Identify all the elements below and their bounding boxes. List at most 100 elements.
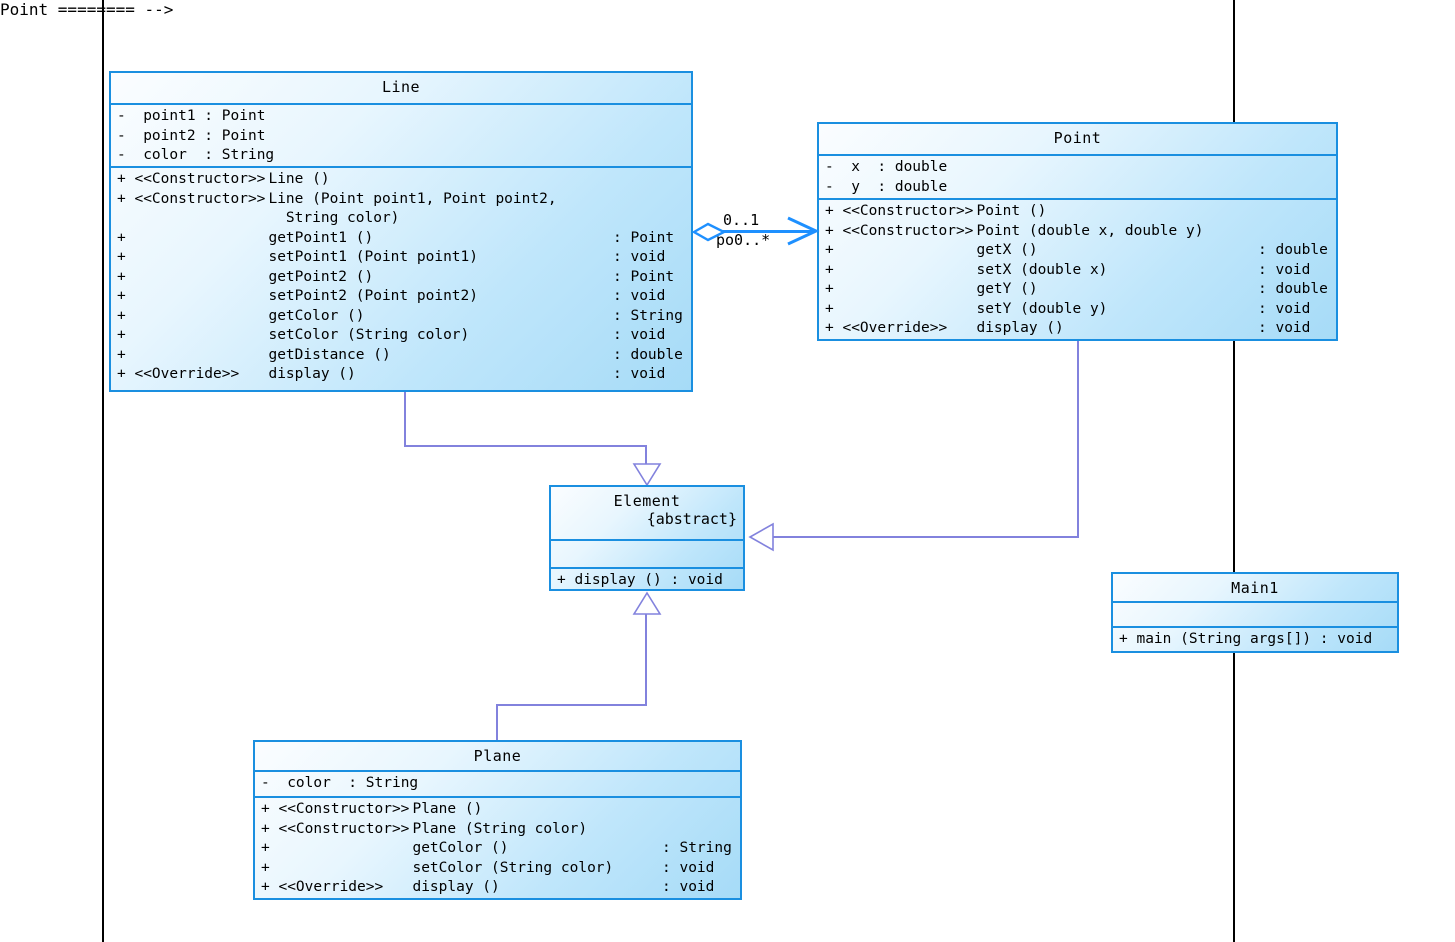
operation-signature: Point () [976,203,1047,219]
attribute-row: - y : double [825,178,1330,198]
operation-stereotype [134,287,268,307]
operation-stereotype [134,268,268,288]
operation-visibility: + [261,879,279,895]
operation-stereotype [842,280,976,300]
operation-row: + getY () : double [825,280,1330,300]
operation-row: + <<Override>> display (): void [261,878,734,898]
class-title-compartment-point: Point [819,124,1336,154]
operation-signature: Line (Point point1, Point point2, [268,190,557,207]
operation-visibility: + [261,801,279,817]
class-stereotype-element: {abstract} [646,510,737,528]
operation-visibility: + [117,229,135,246]
operation-row: + display () : void [557,571,737,589]
attribute-row: - point2 : Point [117,127,685,147]
operation-stereotype [134,209,268,229]
operation-stereotype [278,839,412,859]
class-title-compartment-line: Line [111,73,691,103]
operation-signature: main (String args[]) : void [1136,631,1373,647]
operation-stereotype: <<Override>> [134,366,275,382]
operation-row: String color) [117,209,685,229]
class-name-element: Element [613,492,681,510]
class-attributes-compartment-line: - point1 : Point- point2 : Point- color … [111,103,691,166]
gen-line-line-element-v1 [404,392,406,447]
aggregation-diamond-icon [692,222,727,242]
operation-visibility: + [261,859,279,876]
attribute-row: - color : String [261,774,734,794]
operation-visibility: + [825,261,843,278]
operation-visibility: + [117,366,135,382]
operation-signature: getDistance () [268,346,391,363]
operation-return-type: : double [1258,281,1328,297]
operation-stereotype [134,326,268,346]
operation-visibility: + [825,300,843,317]
attribute-visibility: - [261,775,288,791]
class-attributes-compartment-point: - x : double- y : double [819,154,1336,198]
operation-signature: setColor (String color) [412,859,614,876]
operation-visibility: + [261,820,279,837]
operation-visibility: + [261,840,279,856]
gen-line-point-element-h [773,536,1079,538]
operation-row: + <<Constructor>> Line (Point point1, Po… [117,190,685,210]
operation-return-type: : void [1258,261,1311,278]
uml-class-main1[interactable]: Main1 + main (String args[]) : void [1111,572,1399,653]
operation-signature: setColor (String color) [268,327,470,343]
operation-row: + <<Constructor>> Plane (String color) [261,820,734,840]
class-attributes-compartment-plane: - color : String [255,770,740,796]
operation-visibility: + [825,242,843,258]
operation-return-type: : Point [613,268,675,285]
uml-class-line[interactable]: Line- point1 : Point- point2 : Point- co… [109,71,693,392]
operation-row: + setPoint1 (Point point1): void [117,248,685,268]
operation-signature: Point (double x, double y) [976,222,1204,239]
class-attributes-compartment-main1 [1113,601,1397,626]
uml-class-plane[interactable]: Plane - color : String + <<Constructor>> P… [253,740,742,900]
class-title-compartment-plane: Plane [255,742,740,770]
operation-signature: getY () [976,281,1038,297]
gen-line-line-element-h [404,445,647,447]
operation-stereotype: <<Constructor>> [842,203,983,219]
attribute-name: color : String [287,775,419,791]
assoc-target-multiplicity: po0..* [716,231,771,249]
operation-visibility: + [825,320,843,336]
class-operations-compartment-main1: + main (String args[]) : void [1113,626,1397,651]
uml-class-element[interactable]: Element{abstract} + display () : void [549,485,745,591]
operation-row: + <<Constructor>> Point () [825,202,1330,222]
operation-return-type: : void [662,879,715,895]
operation-signature: getColor () [268,307,365,324]
attribute-row: - x : double [825,158,1330,178]
operation-signature: setX (double x) [976,261,1108,278]
class-operations-compartment-point: + <<Constructor>> Point ()+ <<Constructo… [819,198,1336,339]
operation-return-type: : void [662,859,715,876]
class-operations-compartment-element: + display () : void [551,567,743,589]
operation-signature: setPoint2 (Point point2) [268,288,478,304]
operation-row: + <<Constructor>> Line () [117,170,685,190]
gen-line-plane-element-h [496,704,647,706]
operation-stereotype: <<Constructor>> [134,171,275,187]
operation-return-type: : String [613,307,683,324]
operation-row: + getX (): double [825,241,1330,261]
operation-stereotype: <<Override>> [278,879,419,895]
operation-signature: setPoint1 (Point point1) [268,249,478,265]
operation-stereotype [842,241,976,261]
operation-signature: String color) [268,210,400,226]
operation-row: + getPoint1 (): Point [117,229,685,249]
operation-return-type: : double [1258,242,1328,258]
operation-return-type: : Point [613,229,675,246]
operation-visibility [117,209,134,229]
operation-visibility: + [825,222,843,239]
uml-class-point[interactable]: Point- x : double- y : double+ <<Constru… [817,122,1338,341]
operation-visibility: + [825,281,843,297]
operation-visibility: + [825,203,843,219]
attribute-name: point1 : Point [143,108,266,124]
operation-visibility: + [117,288,135,304]
operation-stereotype [134,248,268,268]
operation-stereotype [134,229,268,249]
operation-return-type: : String [662,840,732,856]
operation-signature: display () : void [574,572,723,588]
operation-row: + getDistance () : double [117,346,685,366]
class-name-main1: Main1 [1231,579,1279,597]
operation-visibility: + [117,346,135,363]
operation-row: + setColor (String color): void [117,326,685,346]
operation-return-type: : double [613,346,683,363]
operation-row: + <<Override>> display (): void [825,319,1330,339]
